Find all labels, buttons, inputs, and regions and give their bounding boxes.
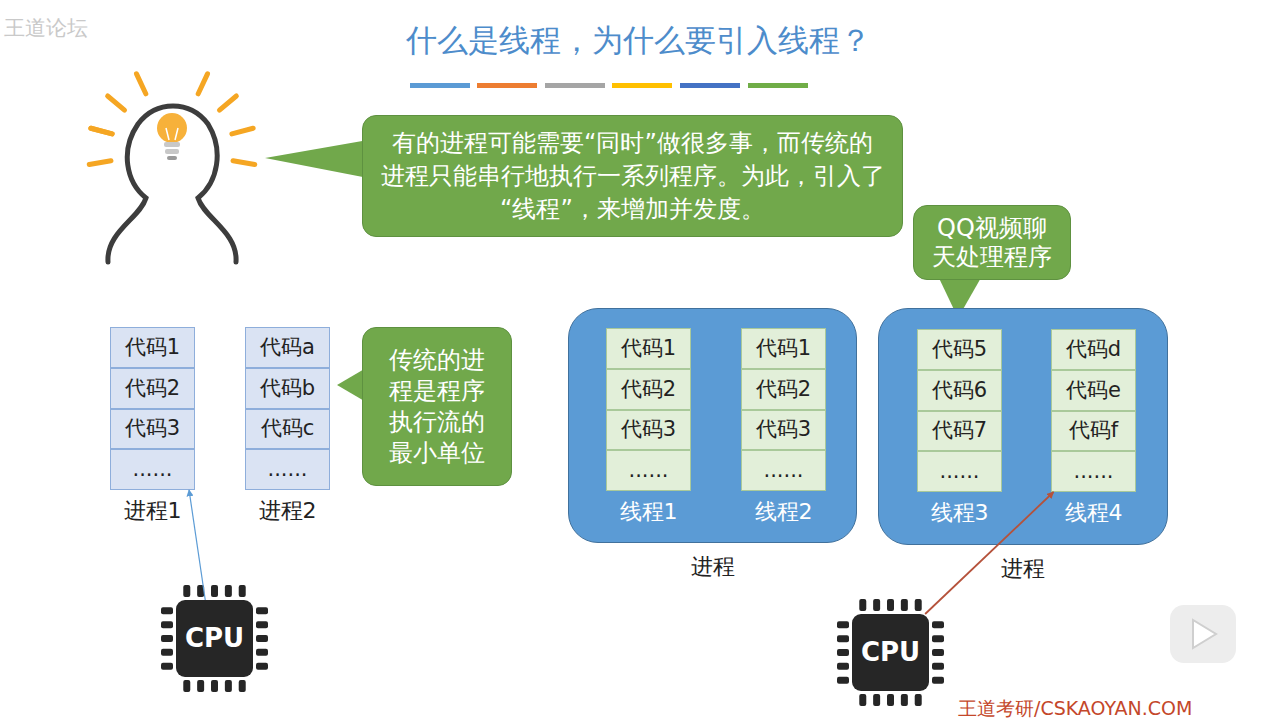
code-text: 代码2 xyxy=(756,377,811,402)
title: 什么是线程，为什么要引入线程？ xyxy=(0,20,1277,62)
code-text: ...... xyxy=(1073,459,1113,484)
title-color-bar xyxy=(410,83,808,88)
code-text: 代码e xyxy=(1066,378,1121,403)
callout-text: 传统的进程是程序执行流的最小单位 xyxy=(387,345,487,469)
code-cell: 代码2 xyxy=(741,369,826,410)
thread-column: 线程1代码1代码2代码3...... xyxy=(606,328,691,491)
code-cell: 代码3 xyxy=(606,410,691,451)
code-cell: ...... xyxy=(1051,451,1136,492)
code-text: 代码3 xyxy=(125,416,180,441)
thread-label: 线程2 xyxy=(755,497,813,527)
cpu-pins xyxy=(161,585,944,706)
code-text: 代码c xyxy=(261,416,315,441)
code-cell: ...... xyxy=(741,450,826,491)
code-cell: ...... xyxy=(245,449,330,490)
code-text: 代码2 xyxy=(621,377,676,402)
code-cell: 代码2 xyxy=(110,368,195,409)
code-cell: 代码b xyxy=(245,368,330,409)
code-cell: 代码a xyxy=(245,327,330,368)
code-text: 代码f xyxy=(1069,418,1118,443)
callout-text: 有的进程可能需要“同时”做很多事，而传统的进程只能串行地执行一系列程序。为此，引… xyxy=(381,127,885,226)
process-label: 进程 xyxy=(1001,554,1045,584)
process-box: 进程线程3代码5代码6代码7......线程4代码d代码e代码f...... xyxy=(878,308,1168,545)
code-text: 代码7 xyxy=(932,418,987,443)
label-holder: 线程2 xyxy=(701,497,866,527)
process-label: 进程1 xyxy=(124,496,182,526)
code-cell: 代码3 xyxy=(741,410,826,451)
idea-rays xyxy=(89,74,254,165)
code-text: 代码1 xyxy=(125,335,180,360)
code-text: 代码2 xyxy=(125,376,180,401)
callout-bubble: 传统的进程是程序执行流的最小单位 xyxy=(362,327,512,486)
label-holder: 进程2 xyxy=(205,496,370,526)
thread-label: 线程4 xyxy=(1065,498,1123,528)
play-button xyxy=(1170,605,1236,663)
cpu-chip: CPU xyxy=(852,614,929,691)
arrow-connector xyxy=(925,492,1053,614)
code-text: ...... xyxy=(628,458,668,483)
code-text: 代码6 xyxy=(932,378,987,403)
thread-label: 线程1 xyxy=(620,497,678,527)
label-holder: 线程1 xyxy=(566,497,731,527)
thread-column: 线程4代码d代码e代码f...... xyxy=(1051,329,1136,492)
code-text: 代码5 xyxy=(932,337,987,362)
code-text: 代码d xyxy=(1066,337,1121,362)
cpu-label: CPU xyxy=(861,637,920,668)
code-cell: 代码3 xyxy=(110,409,195,450)
thread-label: 线程3 xyxy=(931,498,989,528)
code-text: ...... xyxy=(132,457,172,482)
label-holder: 进程 xyxy=(839,554,1207,584)
code-cell: ...... xyxy=(606,450,691,491)
callout-bubble: QQ视频聊天处理程序 xyxy=(913,205,1071,280)
code-text: 代码a xyxy=(260,335,315,360)
code-cell: 代码1 xyxy=(110,327,195,368)
process-column: 进程2代码a代码b代码c...... xyxy=(245,327,330,490)
label-holder: 线程4 xyxy=(1011,498,1176,528)
code-text: ...... xyxy=(267,457,307,482)
label-holder: 线程3 xyxy=(877,498,1042,528)
watermark: 王道考研/CSKAOYAN.COM xyxy=(958,696,1192,722)
cpu-chip: CPU xyxy=(176,600,253,677)
arrow-connector xyxy=(189,490,205,600)
code-cell: 代码d xyxy=(1051,329,1136,370)
code-text: 代码b xyxy=(260,376,315,401)
code-cell: 代码1 xyxy=(741,328,826,369)
process-column: 进程1代码1代码2代码3...... xyxy=(110,327,195,490)
code-cell: 代码1 xyxy=(606,328,691,369)
code-cell: 代码f xyxy=(1051,411,1136,452)
code-text: 代码3 xyxy=(756,417,811,442)
process-label: 进程 xyxy=(691,552,735,582)
code-text: ...... xyxy=(763,458,803,483)
code-cell: 代码6 xyxy=(917,370,1002,411)
callout-bubble: 有的进程可能需要“同时”做很多事，而传统的进程只能串行地执行一系列程序。为此，引… xyxy=(362,115,903,237)
code-text: ...... xyxy=(939,459,979,484)
code-text: 代码3 xyxy=(621,417,676,442)
label-holder: 进程1 xyxy=(70,496,235,526)
thread-column: 线程3代码5代码6代码7...... xyxy=(917,329,1002,492)
cpu-label: CPU xyxy=(185,623,244,654)
watermark: 王道论坛 xyxy=(4,14,88,42)
code-cell: 代码5 xyxy=(917,329,1002,370)
code-cell: ...... xyxy=(110,449,195,490)
thinking-person xyxy=(108,106,236,262)
code-cell: 代码c xyxy=(245,409,330,450)
process-box: 进程线程1代码1代码2代码3......线程2代码1代码2代码3...... xyxy=(568,308,857,543)
code-cell: 代码2 xyxy=(606,369,691,410)
callout-text: QQ视频聊天处理程序 xyxy=(931,214,1053,272)
code-text: 代码1 xyxy=(756,336,811,361)
thread-column: 线程2代码1代码2代码3...... xyxy=(741,328,826,491)
code-cell: ...... xyxy=(917,451,1002,492)
code-text: 代码1 xyxy=(621,336,676,361)
process-label: 进程2 xyxy=(259,496,317,526)
code-cell: 代码e xyxy=(1051,370,1136,411)
code-cell: 代码7 xyxy=(917,411,1002,452)
label-holder: 进程 xyxy=(529,552,896,582)
